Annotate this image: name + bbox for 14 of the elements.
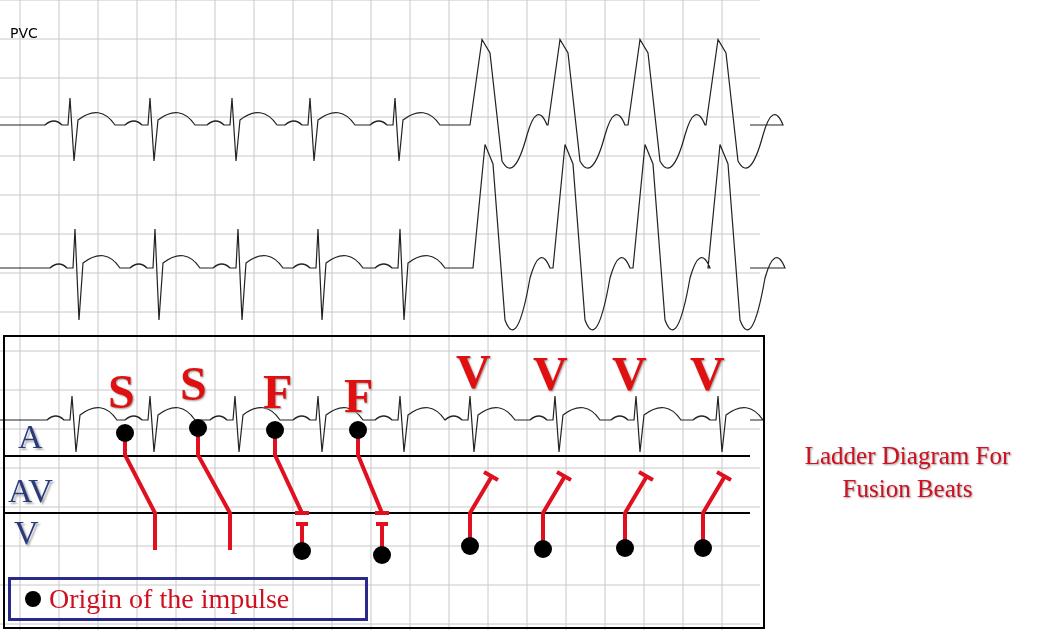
beat-label: S bbox=[180, 360, 207, 408]
beat-label: F bbox=[344, 372, 374, 420]
beat-label: V bbox=[456, 348, 491, 396]
ladder-row-label: A bbox=[18, 420, 43, 454]
ladder-row-label: V bbox=[14, 516, 39, 550]
beat-label: F bbox=[263, 368, 293, 416]
legend-text: Origin of the impulse bbox=[49, 585, 290, 613]
chart-label: PVC bbox=[10, 26, 38, 40]
beat-label: V bbox=[690, 350, 725, 398]
ladder-row-label: AV bbox=[8, 474, 53, 508]
title: Ladder Diagram For Fusion Beats bbox=[803, 441, 1012, 504]
beat-label: V bbox=[612, 350, 647, 398]
beat-label: V bbox=[533, 350, 568, 398]
beat-label: S bbox=[108, 368, 135, 416]
